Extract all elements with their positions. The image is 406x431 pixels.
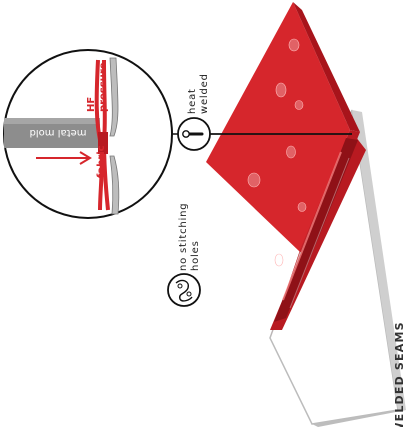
backing-sheet xyxy=(269,109,406,427)
droplet xyxy=(274,253,284,267)
label-metal-mold: metal mold xyxy=(30,127,87,138)
pressure-arrow xyxy=(36,151,92,165)
label-no-stitching: no stitching xyxy=(178,203,189,271)
no-needle-icon xyxy=(167,273,201,307)
droplet xyxy=(247,172,261,188)
fabric-layers xyxy=(94,59,110,211)
droplet xyxy=(297,202,307,212)
label-welded: welded xyxy=(199,73,210,114)
droplet xyxy=(286,145,296,159)
label-pressure: pressure xyxy=(98,62,109,112)
droplet xyxy=(288,38,300,52)
inset-detail: metal mold HF pressure fabric xyxy=(3,49,173,219)
label-heat: heat xyxy=(187,88,198,114)
label-hf: HF xyxy=(86,97,97,112)
weld-seam xyxy=(274,138,358,322)
water-droplets xyxy=(247,38,307,267)
label-holes: holes xyxy=(190,240,201,271)
metal-mold xyxy=(4,118,100,148)
droplet xyxy=(275,82,287,98)
droplet xyxy=(294,100,304,110)
electrode xyxy=(109,57,120,215)
thermometer-icon xyxy=(177,117,211,151)
diagram-title: WELDED SEAMS xyxy=(393,321,406,427)
label-fabric: fabric xyxy=(96,145,107,178)
